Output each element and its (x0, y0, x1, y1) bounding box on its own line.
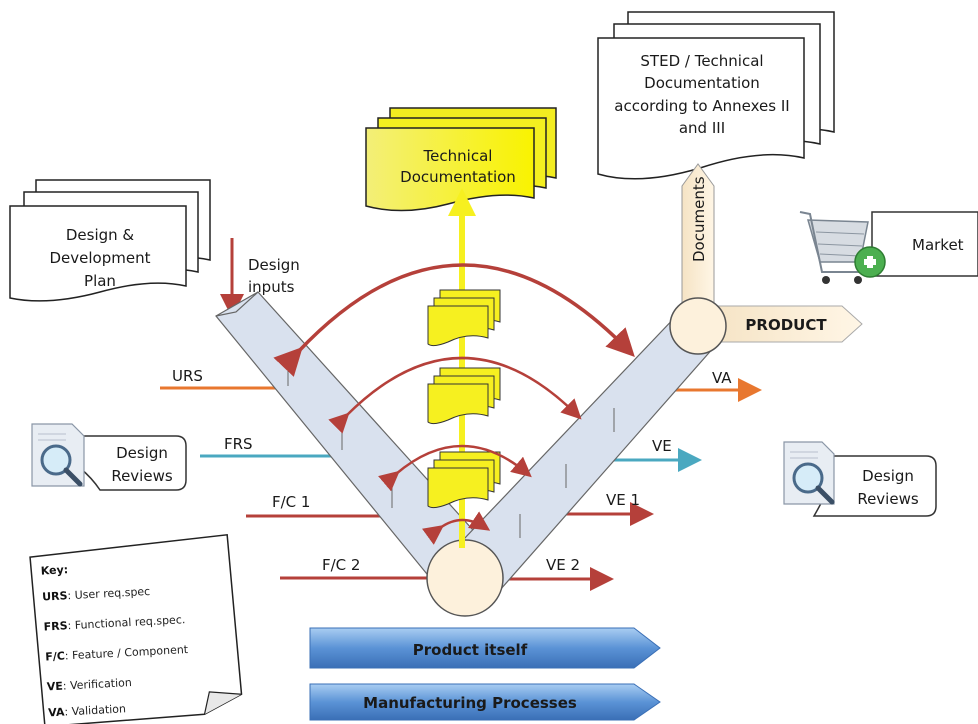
key-item-ve: VE: Verification (47, 676, 133, 693)
design-inputs-line-2: inputs (248, 278, 295, 296)
sted-document: STED / Technical Documentation according… (597, 11, 835, 180)
sted-line-1: STED / Technical (640, 52, 763, 70)
market-label: Market (912, 236, 964, 254)
central-pillar-head (448, 188, 476, 216)
plan-line-1: Design & (66, 226, 135, 244)
key-item-frs: FRS: Functional req.spec. (43, 613, 185, 633)
label-frs: FRS (224, 435, 253, 453)
label-ve2: VE 2 (546, 556, 580, 574)
design-reviews-right-line-2: Reviews (857, 490, 919, 508)
product-arrow: PRODUCT (705, 305, 863, 343)
key-item-va: VA: Validation (48, 702, 126, 719)
design-reviews-right: Design Reviews (783, 441, 937, 517)
key-item-fc: F/C: Feature / Component (45, 643, 189, 663)
magnifier-document-icon (31, 423, 85, 487)
tech-doc-line-2: Documentation (400, 168, 516, 186)
shopping-cart-icon (799, 211, 869, 284)
magnifier-document-icon (783, 441, 835, 505)
curved-arrow-urs-va (273, 263, 635, 377)
design-development-plan-doc: Design & Development Plan (9, 179, 211, 302)
key-title: Key: (40, 563, 68, 577)
banner-manufacturing-label: Manufacturing Processes (363, 694, 577, 712)
design-reviews-left-line-2: Reviews (111, 467, 173, 485)
design-reviews-left: Design Reviews (31, 423, 187, 491)
banner-manufacturing-processes: Manufacturing Processes (309, 683, 661, 721)
curved-arrow-fc2-ve2 (421, 511, 491, 545)
sted-line-3: according to Annexes II (614, 97, 789, 115)
design-inputs-line-1: Design (248, 256, 300, 274)
sted-line-4: and III (679, 119, 725, 137)
market: Market (799, 211, 978, 284)
label-urs: URS (172, 367, 203, 385)
product-label: PRODUCT (745, 316, 827, 334)
key-legend: Key: URS: User req.spec FRS: Functional … (29, 533, 243, 724)
tech-doc-line-1: Technical (423, 147, 493, 165)
label-ve: VE (652, 437, 672, 455)
label-fc1: F/C 1 (272, 493, 310, 511)
design-reviews-right-line-1: Design (862, 467, 914, 485)
design-reviews-left-line-1: Design (116, 444, 168, 462)
bottom-node (426, 539, 504, 617)
technical-documentation-doc: Technical Documentation (365, 107, 557, 212)
plan-line-3: Plan (84, 272, 116, 290)
curved-arrow-fc1-ve1 (378, 444, 532, 492)
sted-line-2: Documentation (644, 74, 760, 92)
documents-label: Documents (690, 176, 708, 262)
documents-pillar: Documents (681, 163, 715, 321)
plus-icon (854, 246, 886, 278)
curved-arrow-frs-ve (328, 356, 582, 434)
label-fc2: F/C 2 (322, 556, 360, 574)
label-ve1: VE 1 (606, 491, 640, 509)
banner-product-itself: Product itself (309, 627, 661, 669)
plan-line-2: Development (50, 249, 151, 267)
banner-product-itself-label: Product itself (413, 641, 528, 659)
top-right-node (669, 297, 727, 355)
key-item-urs: URS: User req.spec (42, 585, 151, 604)
label-va: VA (712, 369, 732, 387)
